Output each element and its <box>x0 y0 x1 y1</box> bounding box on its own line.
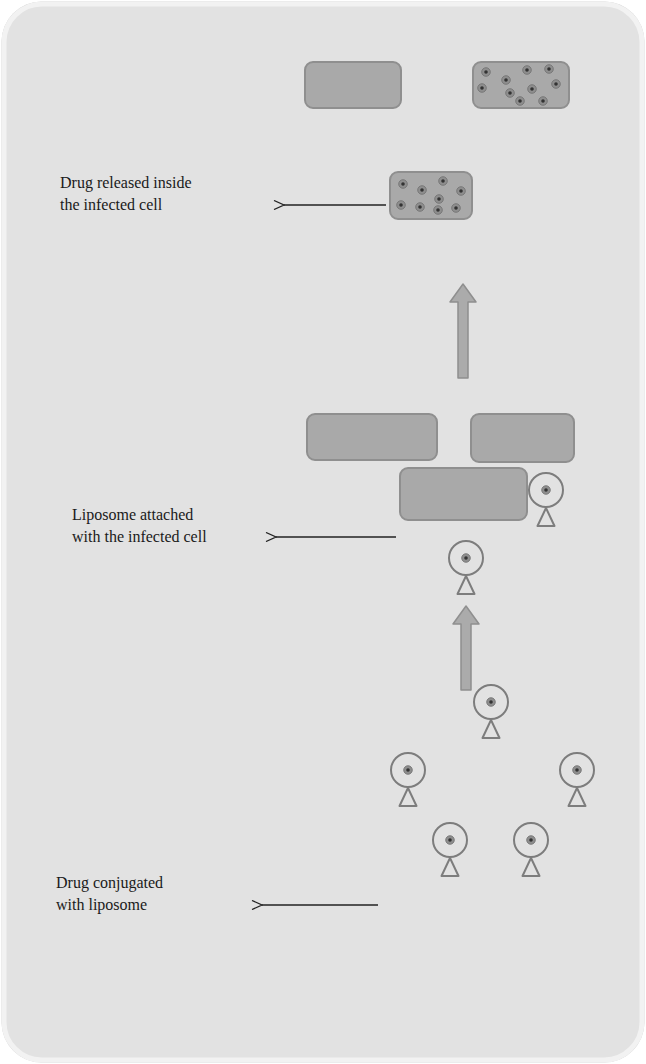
drug-dot <box>552 80 561 89</box>
drug-dot <box>506 89 515 98</box>
step-arrow <box>450 284 476 378</box>
liposome <box>391 753 425 806</box>
drug-dot <box>399 180 408 189</box>
step-label: Drug conjugated with liposome <box>56 872 181 916</box>
drug-dot <box>478 84 487 93</box>
liposome <box>529 473 563 526</box>
leader-arrow <box>276 536 396 537</box>
liposome <box>433 823 467 876</box>
step-arrow <box>453 606 479 690</box>
drug-particles <box>478 65 561 106</box>
liposome <box>560 753 594 806</box>
drug-dot <box>545 65 554 74</box>
infected-cell <box>473 62 569 108</box>
leader-arrow <box>262 904 378 905</box>
drug-dot <box>528 85 537 94</box>
panel <box>4 4 642 1060</box>
drug-dot <box>434 206 443 215</box>
drug-dot <box>416 203 425 212</box>
liposome <box>449 541 483 594</box>
leader-arrow <box>284 204 386 205</box>
step-label: Drug released inside the infected cell <box>60 172 205 216</box>
drug-particles <box>397 177 466 215</box>
drug-dot <box>523 66 532 75</box>
infected-cell <box>390 172 472 219</box>
step-label: Liposome attached with the infected cell <box>72 504 217 548</box>
drug-dot <box>435 195 444 204</box>
drug-dot <box>502 76 511 85</box>
drug-dot <box>516 97 525 106</box>
drug-dot <box>452 204 461 213</box>
drug-dot <box>539 97 548 106</box>
drug-dot <box>397 201 406 210</box>
infected-cell <box>400 468 527 520</box>
cell <box>307 414 437 460</box>
liposome <box>514 823 548 876</box>
drug-dot <box>439 177 448 186</box>
cell <box>305 62 401 108</box>
drug-dot <box>457 187 466 196</box>
drug-dot <box>482 68 491 77</box>
cell <box>471 414 574 462</box>
liposome <box>474 685 508 738</box>
drug-dot <box>418 186 427 195</box>
